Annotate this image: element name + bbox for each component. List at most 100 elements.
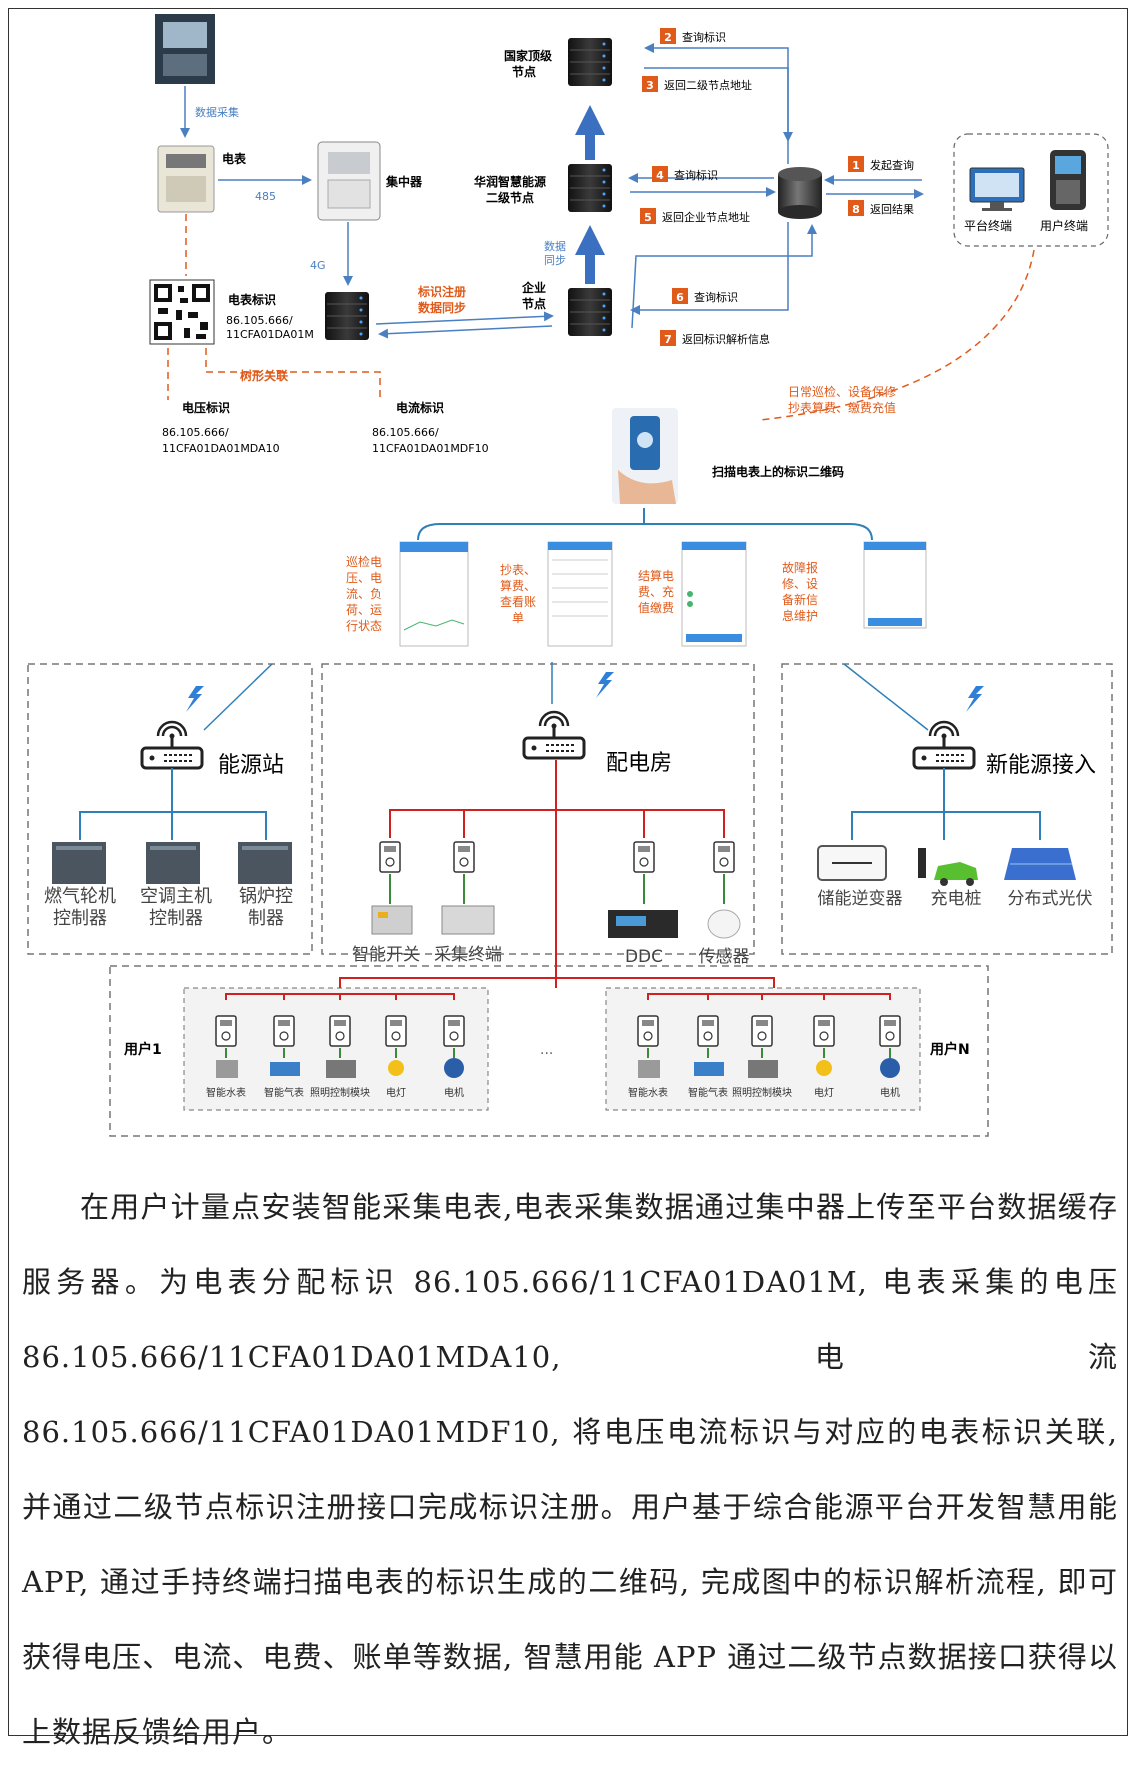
svg-text:锅炉控: 锅炉控 [239,886,293,907]
current-id-line2: 11CFA01DA01MDF10 [372,442,489,455]
user-terminal-icon [1050,150,1086,210]
smart-switch-image [371,905,413,935]
svg-text:查看账: 查看账 [500,595,536,609]
meter-title: 电表 [222,151,247,166]
step-label-7: 返回标识解析信息 [682,332,770,346]
voltage-id-line1: 86.105.666/ [162,426,229,439]
svg-text:备新信: 备新信 [782,592,818,607]
svg-text:压、电: 压、电 [346,571,382,585]
svg-text:行状态: 行状态 [346,619,382,633]
app-screen-payment [681,541,747,647]
svg-text:储能逆变器: 储能逆变器 [818,889,903,909]
enterprise-node-line1: 企业 [521,280,546,295]
step-label-2: 查询标识 [682,30,726,44]
svg-text:DDC: DDC [625,947,663,967]
meter-icon [379,841,401,873]
svg-text:修、设: 修、设 [782,576,818,591]
secondary-node-line1: 华润智慧能源 [474,174,546,189]
app-screen-billing [547,541,613,647]
svg-text:7: 7 [664,333,672,346]
enterprise-node-server-icon [567,287,613,337]
hand-phone-image [612,408,678,504]
energy-station-title: 能源站 [218,753,284,778]
concentrator-title: 集中器 [385,174,423,189]
step-label-3: 返回二级节点地址 [664,78,752,92]
router-icon [912,720,976,770]
svg-text:单: 单 [512,611,524,625]
register-line1: 标识注册 [417,284,466,299]
step-label-8: 返回结果 [870,203,914,216]
svg-text:费、充: 费、充 [638,584,674,599]
step-label-6: 查询标识 [694,290,738,304]
svg-text:控制器: 控制器 [53,908,107,929]
platform-terminal-label: 平台终端 [964,218,1012,233]
svg-text:4: 4 [656,169,664,182]
svg-text:传感器: 传感器 [699,947,750,967]
new-energy-zone [781,663,1113,955]
step-label-1: 发起查询 [870,158,914,172]
current-id-line1: 86.105.666/ [372,426,439,439]
sync-line2: 同步 [544,254,566,267]
meter-icon [453,841,475,873]
user-n-devices [638,1058,900,1078]
scan-qr-label: 扫描电表上的标识二维码 [712,464,844,479]
meter-id-line1: 86.105.666/ [226,314,293,327]
architecture-diagram: 数据采集 电表 485 集中器 4G 电表标识 86.105.666/ 11CF… [27,14,1113,1137]
current-id-title: 电流标识 [396,400,444,415]
top-node-line1: 国家顶级 [504,48,552,63]
secondary-node-server-icon [567,163,613,213]
controller-cabinet-3 [238,842,292,884]
wireless-bolt-icon [186,686,204,712]
meter-id-line2: 11CFA01DA01M [226,328,314,341]
app-screen-monitor [399,541,469,647]
svg-text:故障报: 故障报 [782,560,818,575]
svg-text:5: 5 [644,211,652,224]
step-badge-4: 4 查询标识 [652,166,718,182]
meter-icon [713,841,735,873]
svg-text:电机: 电机 [880,1086,900,1099]
svg-text:流、负: 流、负 [346,587,382,601]
svg-text:照明控制模块: 照明控制模块 [732,1086,792,1099]
voltage-id-line2: 11CFA01DA01MDA10 [162,442,280,455]
svg-text:息维护: 息维护 [782,608,818,623]
step-badge-7: 7 返回标识解析信息 [660,330,770,346]
meter-qr-code [149,279,215,345]
controller-cabinet-1 [52,842,106,884]
meter-id-title: 电表标识 [228,292,276,307]
wireless-bolt-icon [966,686,984,712]
users-ellipsis: ... [540,1042,553,1058]
page-frame [8,8,1128,1736]
storage-inverter-image [817,845,887,881]
distribution-room-zone [321,663,755,955]
user-1-label: 用户1 [124,1041,162,1058]
user-1-devices [216,1058,464,1078]
top-node-line2: 节点 [512,64,536,79]
tree-link-label: 树形关联 [240,368,288,383]
svg-text:算费、: 算费、 [500,578,536,593]
controller-cabinet-2 [146,842,200,884]
app-screen-maintenance [863,541,927,629]
svg-text:荷、运: 荷、运 [346,603,382,617]
svg-text:智能水表: 智能水表 [206,1086,246,1099]
svg-text:值缴费: 值缴费 [638,600,674,615]
svg-text:空调主机: 空调主机 [140,886,212,907]
top-node-server-icon [567,37,613,87]
charging-pile-image [918,848,978,886]
meter-image [157,145,215,213]
svg-text:结算电: 结算电 [638,568,674,583]
step-label-4: 查询标识 [674,168,718,182]
register-line2: 数据同步 [418,300,466,315]
terminal-group-box [953,133,1109,247]
user-n-label: 用户N [930,1041,970,1058]
svg-text:燃气轮机: 燃气轮机 [44,886,116,907]
ne-item-labels: 储能逆变器充电桩分布式光伏 [818,889,1093,909]
svg-text:2: 2 [664,31,672,44]
